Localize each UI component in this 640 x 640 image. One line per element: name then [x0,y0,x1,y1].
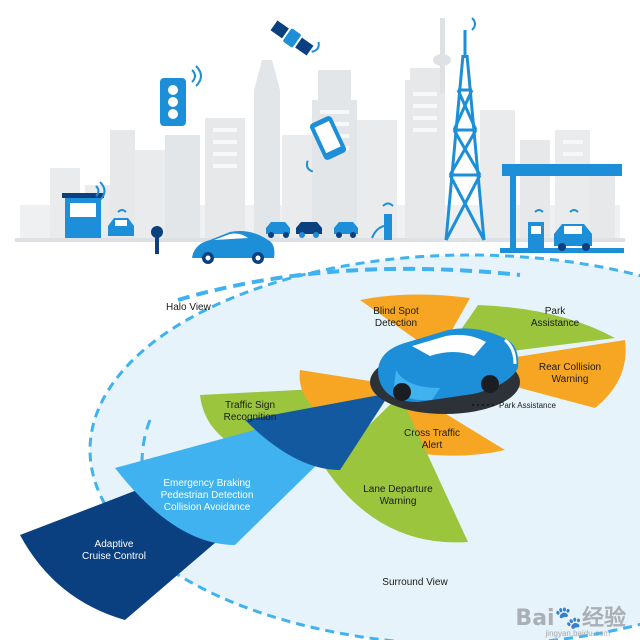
forward-sensor-beams [20,393,390,620]
watermark-url: jingyan.baidu.com [545,629,610,638]
cross-traffic-label: Cross Traffic Alert [404,428,460,451]
park-assistance-label: Park Assistance [530,306,580,329]
watermark-logo: Bai🐾经验 [515,606,626,631]
ev-charger-icon [371,202,394,240]
parking-meter-icon [151,226,163,254]
city-skyline [15,18,625,242]
smartphone-icon [305,116,347,173]
rear-collision-label: Rear Collision Warning [538,362,602,385]
blind-spot-label: Blind Spot Detection [373,306,419,329]
adaptive-cruise-label: Adaptive Cruise Control [82,539,146,562]
traffic-sign-label: Traffic Sign Recognition [223,400,277,423]
watermark-brand2: 经验 [581,606,626,631]
car-icon [108,209,134,236]
toll-booth-icon [62,181,106,238]
lane-departure-zone [325,395,468,543]
park-assistance-small-label: Park Assistance [499,401,556,410]
sports-car-icon [192,231,275,264]
lane-departure-label: Lane Departure Warning [363,484,433,507]
emergency-braking-label: Emergency Braking Pedestrian Detection C… [160,478,254,513]
traffic-cars [266,222,358,238]
ego-car [370,328,520,414]
gas-station-icon [500,164,624,253]
halo-view-label: Halo View [166,302,211,313]
satellite-icon [270,20,320,56]
watermark-brand: Bai [515,606,555,631]
rear-collision-zone [445,340,626,408]
traffic-light-icon [160,65,202,126]
cell-tower-icon [444,17,486,241]
surround-view-label: Surround View [382,577,448,588]
